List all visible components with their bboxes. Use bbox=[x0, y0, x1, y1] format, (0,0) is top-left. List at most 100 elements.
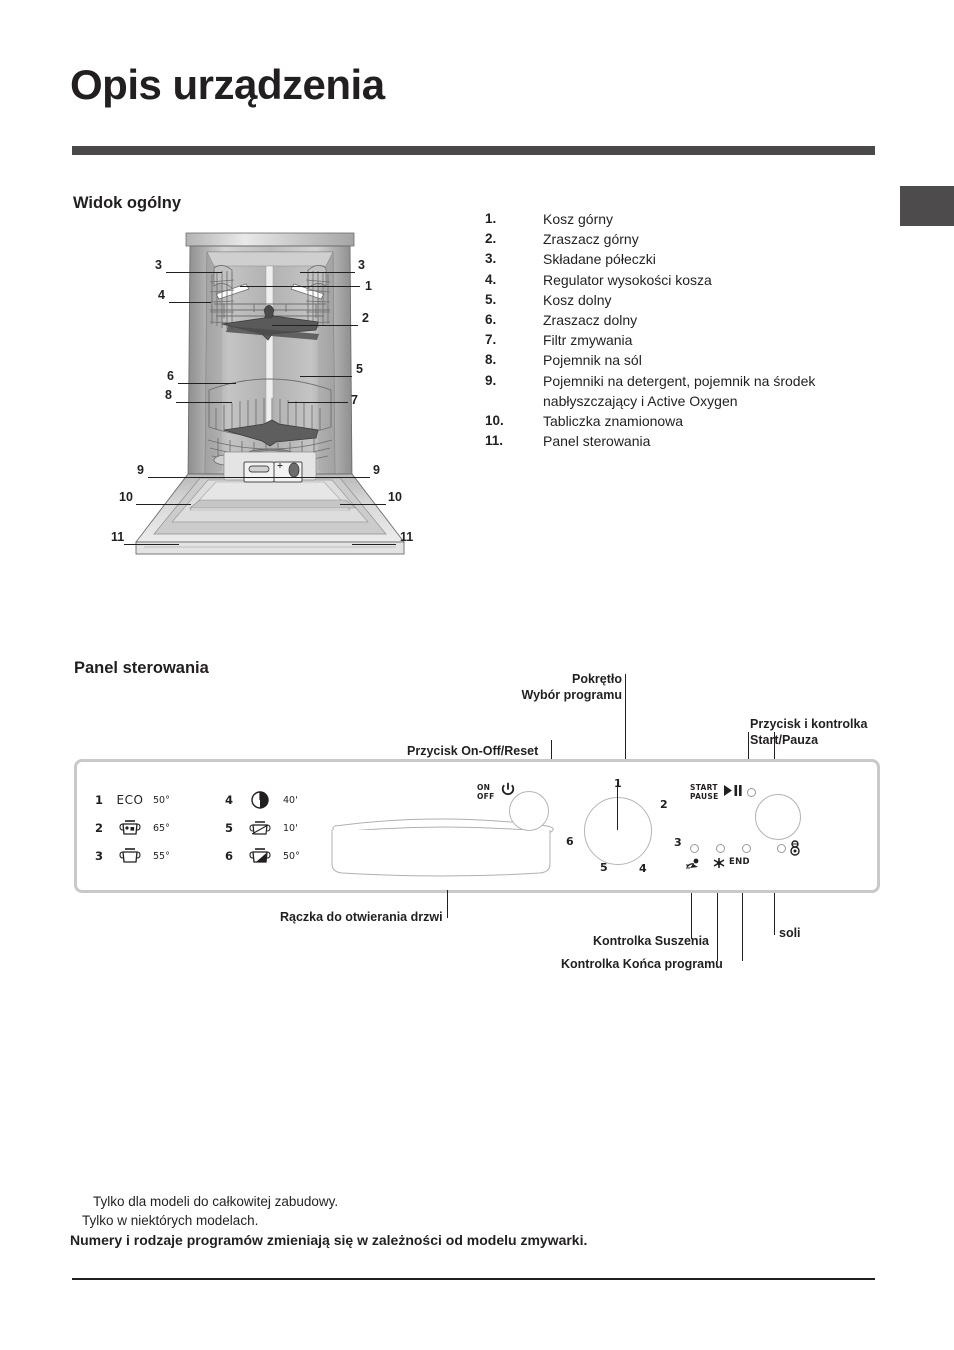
legend-label: nabłyszczający i Active Oxygen bbox=[543, 392, 738, 409]
start-pause-button[interactable] bbox=[755, 794, 801, 840]
knob-number-4: 4 bbox=[639, 862, 647, 875]
label-door-handle: Rączka do otwierania drzwi bbox=[280, 910, 443, 924]
callout-3-left: 3 bbox=[155, 258, 162, 272]
legend-number: 1. bbox=[485, 211, 497, 226]
legend-number: 8. bbox=[485, 352, 497, 368]
callout-9-left: 9 bbox=[137, 463, 144, 477]
label-start-line2: Start/Pauza bbox=[750, 733, 819, 747]
salt-icon bbox=[788, 840, 802, 861]
program-row: 4 40' bbox=[225, 786, 300, 814]
program-index: 5 bbox=[225, 821, 234, 835]
label-knob-line2: Wybór programu bbox=[521, 688, 622, 702]
list-item: 8. Pojemnik na sól bbox=[485, 350, 885, 370]
overview-legend: 1. Kosz górny 2. Zraszacz górny 3. Skład… bbox=[485, 209, 885, 451]
drying-led bbox=[690, 844, 699, 853]
footer-rule bbox=[72, 1278, 875, 1280]
leader-handle bbox=[447, 890, 448, 918]
legend-label: Kosz dolny bbox=[543, 291, 612, 308]
program-index: 6 bbox=[225, 849, 234, 863]
legend-label: Pojemniki na detergent, pojemnik na środ… bbox=[543, 372, 816, 389]
control-panel-figure: Pokrętło Wybór programu Przycisk On-Off/… bbox=[74, 672, 884, 982]
salt-led bbox=[777, 844, 786, 853]
leader-end-2 bbox=[742, 893, 743, 961]
end-led bbox=[716, 844, 725, 853]
program-list-right: 4 40' 5 bbox=[225, 786, 300, 870]
section-heading-panel: Panel sterowania bbox=[74, 658, 209, 677]
leader-salt bbox=[774, 893, 775, 935]
program-temp: 50° bbox=[153, 794, 170, 806]
program-index: 4 bbox=[225, 793, 234, 807]
legend-number: 7. bbox=[485, 332, 497, 348]
page-edge-tab bbox=[900, 186, 954, 226]
callout-11-right: 11 bbox=[400, 530, 414, 544]
end-program-led bbox=[742, 844, 751, 853]
eco-text-icon: ECO bbox=[116, 793, 144, 807]
list-item: 10. Tabliczka znamionowa bbox=[485, 411, 885, 431]
footnotes: Tylko dla modeli do całkowitej zabudowy.… bbox=[70, 1192, 880, 1251]
program-index: 2 bbox=[95, 821, 104, 835]
label-onoff: Przycisk On-Off/Reset bbox=[407, 744, 539, 758]
callout-5: 5 bbox=[356, 362, 363, 376]
label-salt: soli bbox=[779, 926, 801, 940]
footnote-1: Tylko dla modeli do całkowitej zabudowy. bbox=[93, 1194, 339, 1209]
knob-number-1: 1 bbox=[614, 777, 622, 790]
start-pause-led bbox=[747, 788, 756, 797]
legend-label: Zraszacz górny bbox=[543, 231, 639, 248]
dishwasher-illustration bbox=[104, 212, 434, 557]
leader-drying bbox=[691, 893, 692, 939]
door-handle[interactable] bbox=[327, 812, 555, 887]
callout-10-right: 10 bbox=[388, 490, 402, 504]
start-pause-label: START PAUSE bbox=[690, 783, 719, 801]
program-selector-knob[interactable] bbox=[584, 797, 652, 865]
callout-7: 7 bbox=[351, 393, 358, 407]
program-row: 5 10' bbox=[225, 814, 300, 842]
callout-9-right: 9 bbox=[373, 463, 380, 477]
program-list-left: 1 ECO 50° 2 65° bbox=[95, 786, 170, 870]
list-item: 5. Kosz dolny bbox=[485, 290, 885, 310]
legend-label: Panel sterowania bbox=[543, 433, 651, 450]
list-item: 3. Składane półeczki bbox=[485, 249, 885, 269]
legend-number: 3. bbox=[485, 251, 497, 267]
list-item: 7. Filtr zmywania bbox=[485, 330, 885, 350]
leader-start-btn bbox=[774, 732, 775, 770]
legend-number: 2. bbox=[485, 231, 497, 247]
callout-1: 1 bbox=[365, 279, 372, 293]
pot-half-full-icon bbox=[243, 846, 277, 866]
leader-knob bbox=[625, 674, 626, 792]
drying-icon bbox=[685, 856, 701, 875]
callout-2: 2 bbox=[362, 311, 369, 325]
knob-pointer bbox=[617, 782, 618, 830]
callout-3-right: 3 bbox=[358, 258, 365, 272]
onoff-reset-button[interactable] bbox=[509, 791, 549, 831]
callout-8: 8 bbox=[165, 388, 172, 402]
legend-number: 11. bbox=[485, 433, 504, 449]
legend-number: 6. bbox=[485, 312, 497, 328]
legend-number: 10. bbox=[485, 413, 504, 429]
onoff-button-label: ON OFF bbox=[477, 783, 495, 801]
list-item: 9. Pojemniki na detergent, pojemnik na ś… bbox=[485, 371, 885, 391]
program-row: 2 65° bbox=[95, 814, 170, 842]
label-drying: Kontrolka Suszenia bbox=[593, 934, 709, 948]
program-row: 3 55° bbox=[95, 842, 170, 870]
legend-label: Regulator wysokości kosza bbox=[543, 271, 712, 288]
program-index: 1 bbox=[95, 793, 104, 807]
pot-rinse-icon bbox=[243, 818, 277, 838]
legend-label: Kosz górny bbox=[543, 211, 614, 227]
half-circle-icon bbox=[243, 790, 277, 810]
legend-label: Tabliczka znamionowa bbox=[543, 413, 684, 430]
list-item: 11. Panel sterowania bbox=[485, 431, 885, 451]
knob-number-5: 5 bbox=[600, 861, 608, 874]
power-icon bbox=[501, 782, 515, 802]
legend-number: 5. bbox=[485, 291, 497, 307]
legend-number: 4. bbox=[485, 271, 497, 287]
page-title: Opis urządzenia bbox=[70, 61, 385, 109]
callout-4: 4 bbox=[158, 288, 165, 302]
program-index: 3 bbox=[95, 849, 104, 863]
list-item-continuation: nabłyszczający i Active Oxygen bbox=[485, 391, 885, 411]
label-end-program: Kontrolka Końca programu bbox=[561, 957, 723, 971]
end-label: END bbox=[729, 857, 750, 867]
list-item: 2. Zraszacz górny bbox=[485, 229, 885, 249]
program-temp: 55° bbox=[153, 850, 170, 862]
section-heading-overview: Widok ogólny bbox=[73, 193, 182, 212]
footnote-3: Numery i rodzaje programów zmieniają się… bbox=[70, 1232, 588, 1248]
